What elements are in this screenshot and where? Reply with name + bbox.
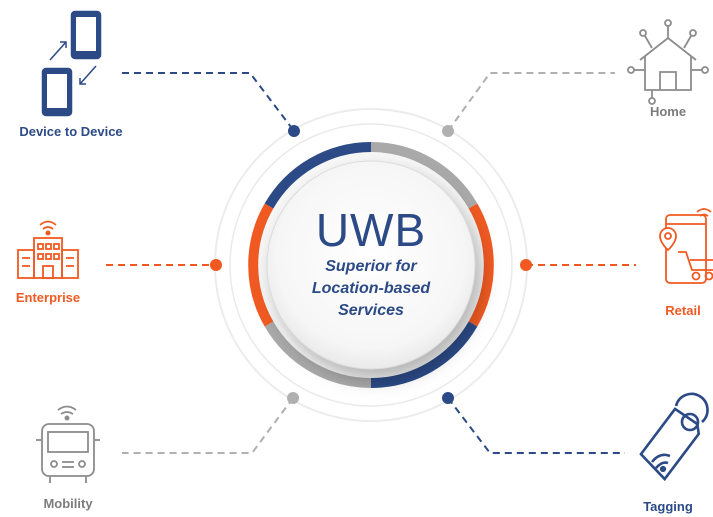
label-tagging: Tagging [643, 499, 693, 514]
phones-exchange-icon [41, 10, 102, 117]
segment-ring [248, 142, 494, 388]
dot-mobility [287, 392, 299, 404]
connected-bus-icon [36, 405, 100, 483]
dot-device [288, 125, 300, 137]
center-subtitle-line-1: Superior for [325, 258, 417, 275]
connector-mobility [122, 397, 294, 454]
label-home: Home [649, 104, 687, 119]
center-title: UWB [315, 204, 427, 256]
dot-tagging [442, 392, 454, 404]
center-subtitle-line-2: Location-based [311, 280, 431, 297]
dot-enterprise [210, 259, 222, 271]
center-disc [267, 161, 475, 369]
label-mobility: Mobility [43, 496, 93, 511]
segment-orange-right [468, 203, 494, 327]
wireless-tag-icon [639, 392, 709, 482]
connectors [106, 72, 636, 454]
segment-orange-left [248, 203, 274, 327]
mobile-shopping-icon [659, 208, 713, 284]
segment-gray-bottom [264, 321, 372, 388]
segment-blue-bottom-right [370, 321, 478, 388]
segment-gray-top [370, 142, 478, 209]
connector-device [122, 72, 295, 132]
connector-tagging [447, 397, 625, 454]
smart-home-icon [627, 19, 709, 105]
dot-home [442, 125, 454, 137]
center-subtitle-line-3: Services [338, 302, 404, 319]
wireless-building-icon [17, 220, 79, 279]
center-disc-edge [266, 160, 476, 370]
dot-retail [520, 259, 532, 271]
label-retail: Retail [665, 303, 701, 318]
label-device-to-device: Device to Device [19, 124, 123, 139]
middle-ring [229, 123, 513, 407]
label-enterprise: Enterprise [15, 290, 81, 305]
segment-blue-top-left [264, 142, 372, 209]
connector-home [447, 72, 615, 132]
